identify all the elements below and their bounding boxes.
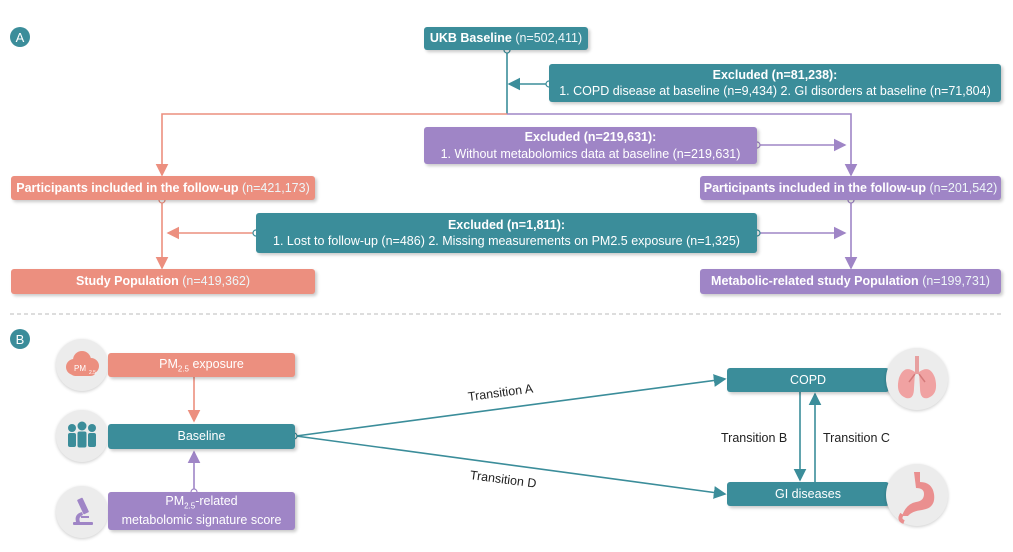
ukb-baseline-title: UKB Baseline bbox=[429, 31, 512, 46]
followup-left-title: Participants included in the follow-up bbox=[16, 180, 239, 195]
copd-box: COPD bbox=[727, 368, 889, 392]
copd-label: COPD bbox=[789, 372, 827, 387]
microscope-icon bbox=[56, 486, 108, 538]
panel-a-label: A bbox=[10, 27, 30, 47]
excluded-box-3: Excluded (n=1,811): 1. Lost to follow-up… bbox=[256, 213, 757, 253]
ukb-baseline-box: UKB Baseline (n=502,411) bbox=[424, 27, 588, 50]
pm-exposure-rest: exposure bbox=[188, 356, 244, 371]
excluded-1-title: Excluded (n=81,238): bbox=[712, 67, 838, 82]
excluded-2-title: Excluded (n=219,631): bbox=[524, 130, 657, 145]
followup-right-count: (n=201,542) bbox=[929, 180, 998, 195]
stomach-icon bbox=[886, 464, 948, 526]
people-icon bbox=[56, 410, 108, 462]
lungs-icon bbox=[886, 348, 948, 410]
ukb-baseline-count: (n=502,411) bbox=[515, 31, 583, 46]
pm-signature-rest: -related bbox=[195, 494, 238, 509]
pm-exposure-pm: PM bbox=[159, 356, 178, 371]
pm-signature-sub: 2.5 bbox=[184, 501, 196, 511]
followup-left-box: Participants included in the follow-up (… bbox=[11, 176, 315, 200]
pm-exposure-box: PM2.5 exposure bbox=[108, 353, 295, 377]
transition-c-label: Transition C bbox=[823, 431, 890, 445]
excluded-2-detail: 1. Without metabolomics data at baseline… bbox=[440, 146, 741, 161]
cloud-pm-icon: PM 2.5 bbox=[56, 339, 108, 391]
gi-label: GI diseases bbox=[774, 486, 841, 501]
excluded-box-2: Excluded (n=219,631): 1. Without metabol… bbox=[424, 127, 757, 164]
pm-signature-pm: PM bbox=[165, 494, 185, 509]
excluded-1-detail: 1. COPD disease at baseline (n=9,434) 2.… bbox=[559, 84, 991, 98]
baseline-label: Baseline bbox=[177, 429, 226, 444]
excluded-3-title: Excluded (n=1,811): bbox=[447, 217, 566, 232]
followup-right-title: Participants included in the follow-up bbox=[703, 180, 926, 195]
cloud-pm-label: PM bbox=[74, 364, 86, 373]
pm-signature-box: PM2.5-related metabolomic signature scor… bbox=[108, 492, 295, 530]
excluded-box-1: Excluded (n=81,238): 1. COPD disease at … bbox=[549, 64, 1001, 102]
study-right-count: (n=199,731) bbox=[922, 274, 990, 289]
excluded-3-detail: 1. Lost to follow-up (n=486) 2. Missing … bbox=[273, 234, 740, 248]
followup-left-count: (n=421,173) bbox=[241, 180, 310, 195]
baseline-box: Baseline bbox=[108, 424, 295, 449]
pm-exposure-sub: 2.5 bbox=[177, 364, 189, 374]
cloud-pm-sub: 2.5 bbox=[89, 370, 96, 376]
study-left-box: Study Population (n=419,362) bbox=[11, 269, 315, 294]
transition-b-label: Transition B bbox=[721, 431, 788, 445]
panel-b-label: B bbox=[10, 329, 30, 349]
study-right-title: Metabolic-related study Population bbox=[711, 274, 919, 289]
study-left-count: (n=419,362) bbox=[182, 274, 251, 289]
study-left-title: Study Population bbox=[75, 274, 179, 289]
study-right-box: Metabolic-related study Population (n=19… bbox=[700, 269, 1001, 294]
followup-right-box: Participants included in the follow-up (… bbox=[700, 176, 1001, 200]
gi-box: GI diseases bbox=[727, 482, 889, 506]
pm-signature-line2: metabolomic signature score bbox=[121, 513, 282, 528]
